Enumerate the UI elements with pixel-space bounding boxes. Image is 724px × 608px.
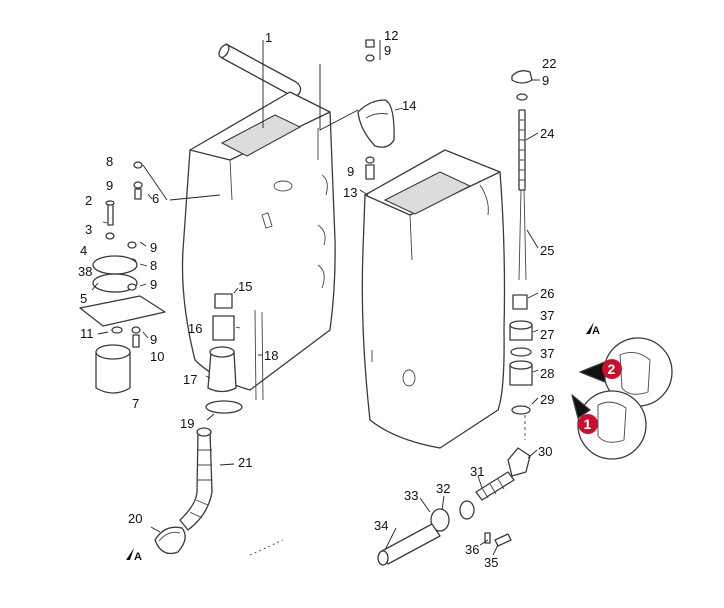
callout-26: 26 <box>540 286 554 301</box>
callout-14: 14 <box>402 98 416 113</box>
callout-20: 20 <box>128 511 142 526</box>
badge-1-label: 1 <box>584 416 592 432</box>
callout-9-b: 9 <box>150 240 157 255</box>
left-small-parts <box>79 161 166 348</box>
callout-38: 38 <box>78 264 92 279</box>
callout-21: 21 <box>238 455 252 470</box>
dipstick-assembly <box>509 70 533 415</box>
callout-25: 25 <box>540 243 554 258</box>
callout-36: 36 <box>465 542 479 557</box>
callout-9-g: 9 <box>542 73 549 88</box>
callout-15: 15 <box>238 279 252 294</box>
callout-24: 24 <box>540 126 554 141</box>
callout-1: 1 <box>265 30 272 45</box>
callout-6: 6 <box>152 191 159 206</box>
callout-4: 4 <box>80 243 87 258</box>
callout-34: 34 <box>374 518 388 533</box>
part-14-cap <box>357 99 395 148</box>
ref-a-left: A <box>134 551 142 563</box>
callout-12: 12 <box>384 28 398 43</box>
callout-2: 2 <box>85 193 92 208</box>
callout-29: 29 <box>540 392 554 407</box>
callout-13: 13 <box>343 185 357 200</box>
callout-8-mid: 8 <box>150 258 157 273</box>
callout-3: 3 <box>85 222 92 237</box>
callout-17: 17 <box>183 372 197 387</box>
callout-37-top: 37 <box>540 308 554 323</box>
part-7-filter <box>95 344 131 394</box>
callout-37-bottom: 37 <box>540 346 554 361</box>
callout-labels: 1 2 3 4 5 6 7 8 8 9 9 9 9 9 9 9 9 10 11 … <box>78 28 556 570</box>
fitting-assembly <box>377 447 531 566</box>
callout-31: 31 <box>470 464 484 479</box>
part-13-right-tank <box>361 149 506 449</box>
ref-a-right: A <box>592 325 600 337</box>
callout-9-c: 9 <box>150 277 157 292</box>
callout-18: 18 <box>264 348 278 363</box>
callout-19: 19 <box>180 416 194 431</box>
part-1-tube <box>218 43 302 97</box>
badge-1 <box>578 414 598 434</box>
hose-assembly <box>154 293 264 555</box>
badge-2-label: 2 <box>608 361 616 377</box>
detail-badges: 2 1 <box>578 359 622 434</box>
callout-32: 32 <box>436 481 450 496</box>
callout-16: 16 <box>188 321 202 336</box>
callout-7: 7 <box>132 396 139 411</box>
leader-lines <box>91 40 540 556</box>
reference-markers: A A <box>126 322 600 563</box>
callout-9-e: 9 <box>384 43 391 58</box>
callout-8-top: 8 <box>106 154 113 169</box>
part-18-left-tank <box>181 91 336 391</box>
callout-9-a: 9 <box>106 178 113 193</box>
callout-27: 27 <box>540 327 554 342</box>
detail-views <box>571 337 673 460</box>
callout-9-f: 9 <box>347 164 354 179</box>
callout-22: 22 <box>542 56 556 71</box>
callout-28: 28 <box>540 366 554 381</box>
badge-2 <box>602 359 622 379</box>
top-small-parts <box>365 39 375 180</box>
callout-5: 5 <box>80 291 87 306</box>
callout-30: 30 <box>538 444 552 459</box>
callout-10: 10 <box>150 349 164 364</box>
callout-11: 11 <box>80 326 94 341</box>
callout-33: 33 <box>404 488 418 503</box>
callout-9-d: 9 <box>150 332 157 347</box>
callout-35: 35 <box>484 555 498 570</box>
